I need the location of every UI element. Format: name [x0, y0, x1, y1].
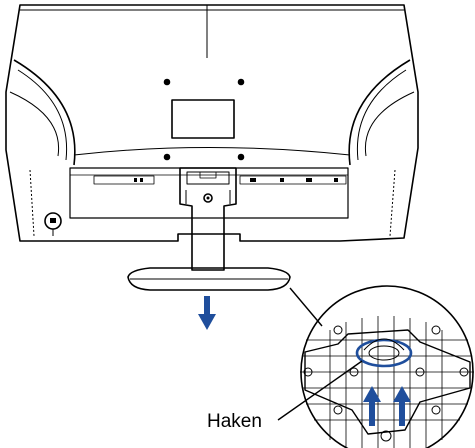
label-plate — [171, 99, 235, 139]
stand-base — [127, 267, 291, 291]
port-strip-left — [93, 175, 155, 185]
stand-screw — [203, 193, 213, 203]
left-vent-curve-outer — [13, 59, 76, 166]
vesa-hole-tl — [163, 78, 171, 86]
arrow-up-icon — [393, 386, 411, 426]
zoom-guide-line — [289, 287, 323, 327]
hook-highlight-ellipse — [355, 338, 413, 368]
port-strip-right — [239, 175, 347, 185]
arrow-up-icon — [363, 386, 381, 426]
callout-leader-line — [277, 360, 363, 421]
vesa-hole-tr — [237, 78, 245, 86]
stand-neck — [179, 167, 237, 271]
vesa-hole-bl — [163, 153, 171, 161]
connector-panel — [69, 167, 349, 219]
right-vent-curve-outer — [348, 59, 411, 166]
arrow-down-icon — [198, 296, 216, 330]
vesa-hole-br — [237, 153, 245, 161]
callout-label-haken: Haken — [207, 411, 262, 432]
monitor-back-housing — [5, 4, 419, 242]
